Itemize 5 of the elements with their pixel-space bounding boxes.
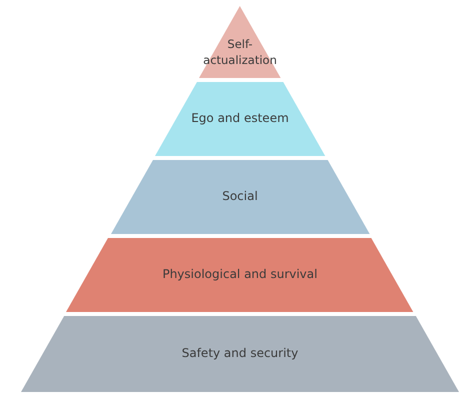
level-label: Physiological and survival xyxy=(161,267,318,282)
level-label: Safety and security xyxy=(180,346,300,361)
level-label: Self-actualization xyxy=(202,36,278,68)
level-label: Social xyxy=(221,189,259,204)
level-label: Ego and esteem xyxy=(190,111,290,126)
